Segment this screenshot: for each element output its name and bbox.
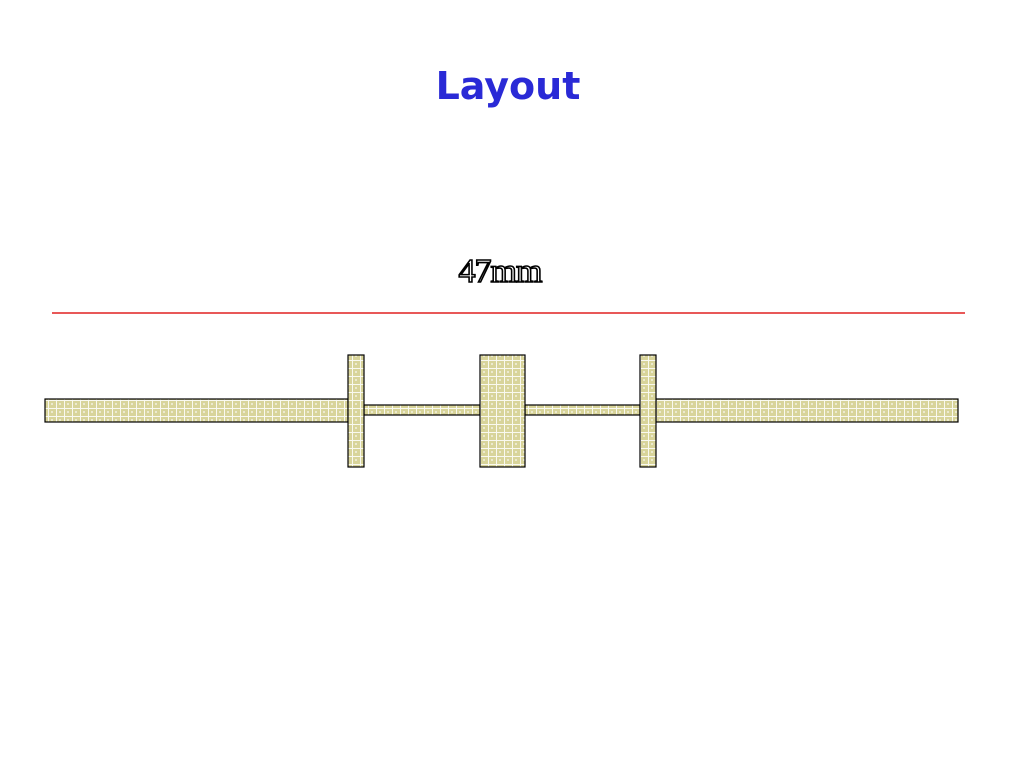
right-capacitive-stub [639,354,657,468]
dimension-label: 47mm [458,252,544,291]
center-capacitive-patch [479,354,526,468]
left-capacitive-stub [347,354,365,468]
microstrip-stubs [347,354,657,468]
microstrip-traces [44,398,959,423]
left-inductive-line [363,404,481,416]
left-feed-line [44,398,349,423]
right-inductive-line [524,404,641,416]
right-feed-line [655,398,959,423]
slide-title: Layout [435,64,581,108]
